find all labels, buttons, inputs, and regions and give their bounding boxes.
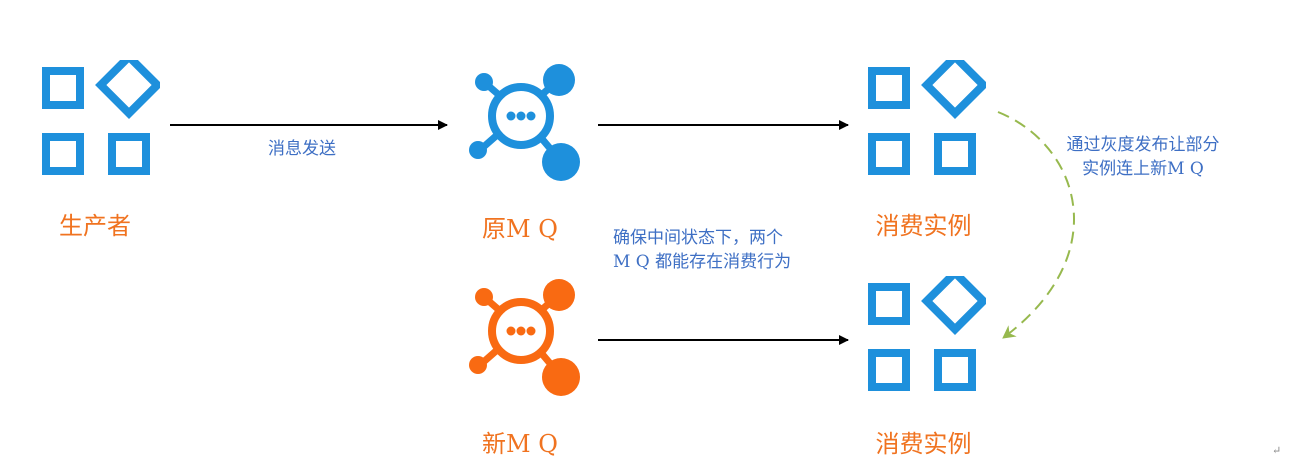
gray-note-line2: 实例连上新M Q	[1082, 159, 1204, 179]
consumer-top-label: 消费实例	[875, 212, 972, 240]
old-mq-icon	[469, 64, 580, 181]
producer-app-icon	[42, 60, 160, 175]
new-mq-label: 新M Q	[482, 430, 558, 458]
middle-note-line2: M Q 都能存在消费行为	[613, 252, 792, 272]
consumer-bottom-app-icon	[868, 276, 986, 391]
return-mark: ↵	[1272, 444, 1282, 457]
consumer-bottom-label: 消费实例	[875, 430, 972, 458]
producer-label: 生产者	[59, 212, 131, 240]
new-mq-icon	[469, 279, 580, 396]
consumer-top-app-icon	[868, 60, 986, 175]
middle-note-line1: 确保中间状态下，两个	[613, 228, 783, 248]
send-label: 消息发送	[268, 139, 336, 159]
gray-note-line1: 通过灰度发布让部分	[1066, 135, 1220, 155]
gray-release-arrow	[997, 111, 1075, 339]
old-mq-label: 原M Q	[482, 215, 558, 243]
